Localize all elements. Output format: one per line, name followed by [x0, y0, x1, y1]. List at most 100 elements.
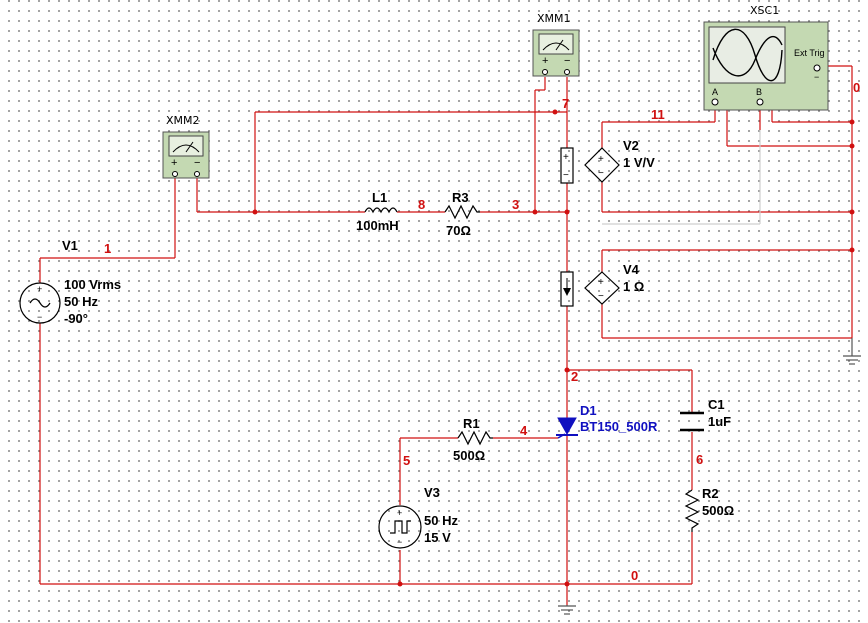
resistor-r2[interactable]: R2 500Ω	[684, 486, 734, 532]
sine-wave-icon	[712, 35, 783, 77]
net-label-7: 7	[562, 96, 569, 111]
net-label-3: 3	[512, 197, 519, 212]
d1-value: BT150_500R	[580, 419, 658, 434]
r1-ref: R1	[463, 416, 480, 431]
r3-value: 70Ω	[446, 223, 471, 238]
xmm1-label: XMM1	[537, 12, 571, 25]
capacitor-c1[interactable]: C1 1uF	[680, 397, 731, 432]
junction-dot	[849, 247, 855, 253]
xsc1-ext-trig-terminal[interactable]	[813, 64, 821, 72]
multimeter-xmm2[interactable]: XMM2 + −	[162, 114, 210, 179]
meter-icon	[172, 144, 200, 153]
thyristor-triangle[interactable]	[557, 417, 577, 436]
junction-dot	[849, 209, 855, 215]
junction-dot	[252, 209, 258, 215]
arrow-down-icon	[563, 288, 571, 296]
plus-icon: +	[171, 157, 177, 169]
junction-dot	[532, 209, 538, 215]
v1-frequency: 50 Hz	[64, 294, 98, 309]
thyristor-d1[interactable]: D1 BT150_500R	[556, 403, 658, 439]
resistor-symbol[interactable]	[684, 489, 700, 532]
minus-icon: −	[397, 537, 402, 547]
meter-needle-icon	[555, 39, 564, 51]
sine-wave-icon	[712, 28, 783, 82]
l1-value: 100mH	[356, 218, 399, 233]
ground-right	[843, 355, 861, 365]
v4-diamond[interactable]	[584, 271, 620, 305]
v1-voltage: 100 Vrms	[64, 277, 121, 292]
oscilloscope-xsc1[interactable]: XSC1 Ext Trig − A B	[703, 4, 829, 111]
net-label-2: 2	[571, 369, 578, 384]
resistor-symbol[interactable]	[457, 430, 493, 446]
minus-icon: −	[598, 168, 604, 179]
c1-value: 1uF	[708, 414, 731, 429]
resistor-r3[interactable]: R3 70Ω	[444, 190, 480, 238]
v1-ref: V1	[62, 238, 78, 253]
r2-value: 500Ω	[702, 503, 734, 518]
inductor-l1[interactable]: L1 100mH	[356, 190, 399, 233]
xsc1-ch-a-label: A	[712, 87, 718, 97]
net-label-0-right: 0	[853, 80, 860, 95]
v3-ref: V3	[424, 485, 440, 500]
v1-phase: -90°	[64, 311, 88, 326]
wires	[39, 65, 853, 605]
plus-icon: +	[37, 284, 42, 294]
inductor-symbol[interactable]	[364, 207, 398, 214]
xsc1-ch-b-label: B	[756, 87, 762, 97]
v2-value: 1 V/V	[623, 155, 655, 170]
v2-ref: V2	[623, 138, 639, 153]
r1-value: 500Ω	[453, 448, 485, 463]
source-v3[interactable]: + − V3 50 Hz 15 V	[378, 485, 458, 549]
minus-icon: −	[598, 291, 604, 302]
source-v4[interactable]: + − V4 1 Ω	[560, 262, 644, 307]
net-label-4: 4	[520, 423, 528, 438]
xsc1-terminal-b[interactable]	[756, 98, 764, 106]
v3-voltage: 15 V	[424, 530, 451, 545]
junction-dot	[397, 581, 403, 587]
meter-needle-icon	[185, 141, 194, 153]
ac-wave-icon	[29, 298, 51, 308]
xmm1-terminal-minus[interactable]	[564, 69, 570, 75]
multimeter-xmm1[interactable]: XMM1 + −	[532, 12, 580, 77]
source-v1[interactable]: + − V1 100 Vrms 50 Hz -90°	[19, 238, 121, 326]
ground-bottom	[558, 605, 576, 615]
resistor-r1[interactable]: R1 500Ω	[453, 416, 493, 463]
junctions	[252, 109, 855, 587]
resistor-symbol[interactable]	[444, 204, 480, 220]
plus-icon: +	[397, 508, 402, 518]
junction-dot	[849, 143, 855, 149]
thyristor-gate	[557, 433, 566, 439]
v1-circle[interactable]	[19, 282, 61, 324]
minus-icon: −	[194, 157, 200, 169]
xmm2-terminal-plus[interactable]	[172, 171, 178, 177]
v3-circle[interactable]	[378, 505, 422, 549]
xsc1-terminal-a[interactable]	[711, 98, 719, 106]
plus-icon: +	[563, 152, 569, 163]
xmm1-terminal-plus[interactable]	[542, 69, 548, 75]
junction-dot	[552, 109, 558, 115]
v3-frequency: 50 Hz	[424, 513, 458, 528]
xmm2-display	[168, 135, 204, 157]
d1-ref: D1	[580, 403, 597, 418]
plus-icon: +	[598, 154, 604, 165]
minus-icon: −	[563, 170, 569, 181]
r2-ref: R2	[702, 486, 719, 501]
plus-icon: +	[598, 277, 604, 288]
v2-output-box[interactable]	[560, 147, 574, 184]
net-label-6: 6	[696, 452, 703, 467]
plus-icon: +	[542, 55, 548, 67]
v2-diamond[interactable]	[584, 147, 620, 183]
source-v2[interactable]: + − + − V2 1 V/V	[560, 138, 655, 184]
v4-sense-box[interactable]	[560, 271, 574, 307]
meter-icon	[542, 42, 570, 51]
net-label-11: 11	[651, 107, 665, 122]
net-label-0-bottom: 0	[631, 568, 638, 583]
r3-ref: R3	[452, 190, 469, 205]
junction-dot	[564, 581, 570, 587]
xmm2-terminal-minus[interactable]	[194, 171, 200, 177]
junction-dot	[564, 367, 570, 373]
l1-ref: L1	[372, 190, 387, 205]
net-label-5: 5	[403, 453, 410, 468]
